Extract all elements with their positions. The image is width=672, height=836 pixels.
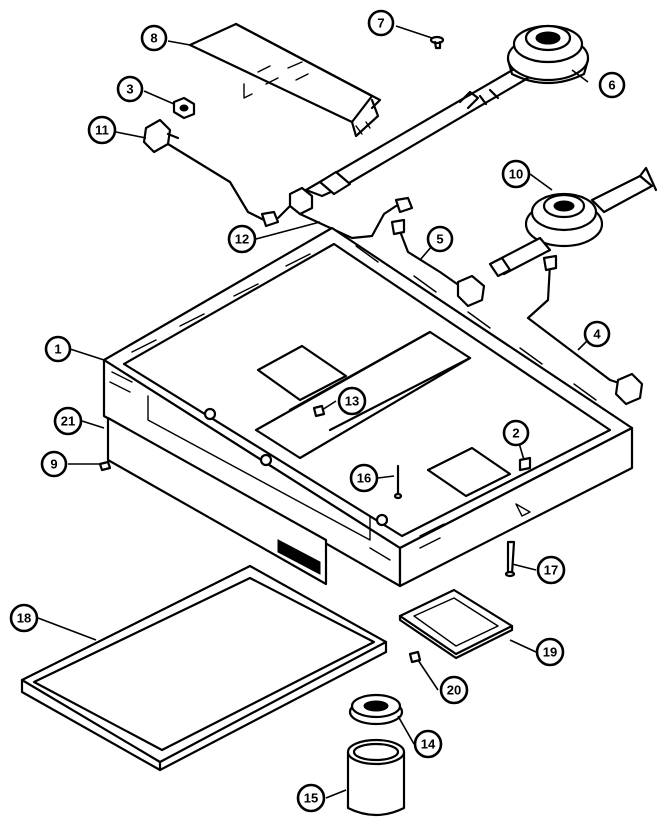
callout-label: 16	[357, 471, 371, 486]
part-16-pin	[393, 464, 403, 500]
callout-20: 20	[439, 675, 469, 705]
part-15-cup	[346, 738, 406, 817]
part-21-front-panel	[106, 416, 328, 586]
callout-label: 7	[377, 16, 384, 31]
callout-7: 7	[367, 9, 395, 37]
callout-label: 5	[436, 232, 443, 247]
part-17-bolt	[504, 540, 516, 578]
part-9-screw	[98, 460, 112, 472]
callout-10: 10	[501, 159, 531, 189]
part-14-ring	[348, 693, 404, 726]
callout-label: 21	[61, 414, 75, 429]
callout-16: 16	[349, 463, 379, 493]
callout-17: 17	[536, 555, 566, 585]
callout-15: 15	[296, 783, 326, 813]
callout-14: 14	[413, 729, 443, 759]
part-19-gasket	[398, 588, 514, 660]
callout-label: 3	[126, 82, 133, 97]
callout-label: 1	[54, 342, 61, 357]
part-6-burner	[304, 24, 590, 198]
callout-19: 19	[535, 637, 565, 667]
callout-label: 14	[421, 737, 436, 752]
part-4-tube	[526, 254, 644, 406]
part-1-burner-box	[102, 226, 634, 588]
part-3-nut	[172, 96, 196, 120]
callout-label: 20	[447, 683, 461, 698]
callout-label: 8	[150, 31, 157, 46]
part-12-wire-harness	[166, 142, 414, 240]
callout-8: 8	[140, 24, 168, 52]
callout-18: 18	[9, 603, 39, 633]
callout-label: 10	[509, 167, 523, 182]
part-20-screw	[408, 650, 422, 664]
callout-label: 6	[608, 78, 615, 93]
callout-9: 9	[40, 450, 68, 478]
callout-1: 1	[44, 335, 72, 363]
callout-label: 11	[95, 123, 109, 138]
callout-21: 21	[53, 406, 83, 436]
callout-label: 12	[235, 232, 249, 247]
callout-label: 15	[304, 791, 318, 806]
callout-label: 17	[544, 563, 558, 578]
callout-label: 18	[17, 611, 31, 626]
callout-12: 12	[227, 224, 257, 254]
part-5-tube	[390, 218, 486, 308]
callout-label: 9	[50, 457, 57, 472]
callout-5: 5	[426, 225, 454, 253]
callout-label: 2	[512, 426, 519, 441]
part-13-screw	[312, 404, 326, 418]
part-8-bracket	[188, 22, 382, 138]
callout-3: 3	[116, 75, 144, 103]
part-18-drip-tray	[20, 564, 388, 772]
part-7-screw	[429, 35, 445, 50]
part-2-clip	[518, 456, 532, 472]
callout-label: 13	[345, 394, 359, 409]
callout-label: 19	[543, 645, 557, 660]
callout-11: 11	[87, 115, 117, 145]
callout-4: 4	[583, 320, 611, 348]
callout-13: 13	[337, 386, 367, 416]
part-10-burner	[488, 166, 658, 278]
callout-2: 2	[502, 419, 530, 447]
callout-label: 4	[593, 327, 601, 342]
callout-6: 6	[598, 71, 626, 99]
